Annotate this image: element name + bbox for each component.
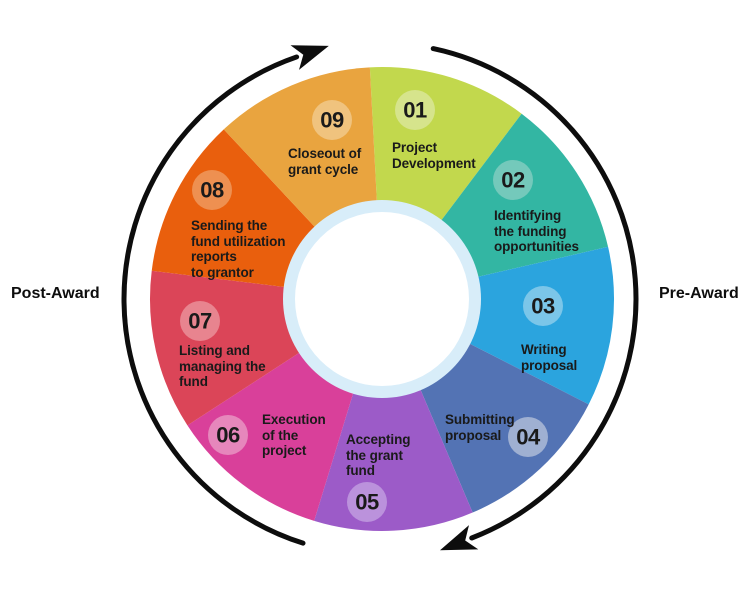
segment-label-07: Listing and managing the fund (179, 343, 266, 389)
segment-number-01: 01 (403, 98, 427, 123)
segment-label-03: Writing proposal (521, 342, 578, 373)
segment-number-07: 07 (188, 309, 212, 334)
segment-badge-03 (523, 286, 563, 326)
inner-hole (295, 212, 469, 386)
segment-badge-06 (208, 415, 248, 455)
post-award-label: Post-Award (11, 285, 100, 302)
segment-badge-07 (180, 301, 220, 341)
segment-number-04: 04 (516, 425, 541, 450)
segment-number-02: 02 (501, 168, 525, 193)
pre-award-arrow (430, 46, 639, 541)
pre-award-label: Pre-Award (659, 285, 739, 302)
segment-label-08: Sending the fund utilization reports to … (191, 218, 286, 280)
segment-badge-01 (395, 90, 435, 130)
segment-number-03: 03 (531, 294, 555, 319)
segment-badge-04 (508, 417, 548, 457)
segment-number-09: 09 (320, 108, 344, 133)
segment-badge-05 (347, 482, 387, 522)
segment-number-06: 06 (216, 423, 240, 448)
segment-badge-08 (192, 170, 232, 210)
segment-label-09: Closeout of grant cycle (288, 146, 362, 177)
segment-label-01: Project Development (392, 140, 476, 171)
segment-label-02: Identifying the funding opportunities (494, 208, 579, 254)
segment-badge-02 (493, 160, 533, 200)
segment-number-05: 05 (355, 490, 379, 515)
post-award-arrow-arrowhead-icon (290, 45, 329, 70)
segment-badge-09 (312, 100, 352, 140)
segment-number-08: 08 (200, 178, 224, 203)
segment-label-05: Accepting the grant fund (346, 432, 411, 478)
segment-label-06: Execution of the project (262, 412, 326, 458)
pre-award-arrow-arrowhead-icon (440, 525, 479, 551)
segment-wedge-05 (314, 299, 473, 532)
post-award-arrow (121, 54, 306, 546)
segment-label-04: Submitting proposal (445, 412, 515, 443)
